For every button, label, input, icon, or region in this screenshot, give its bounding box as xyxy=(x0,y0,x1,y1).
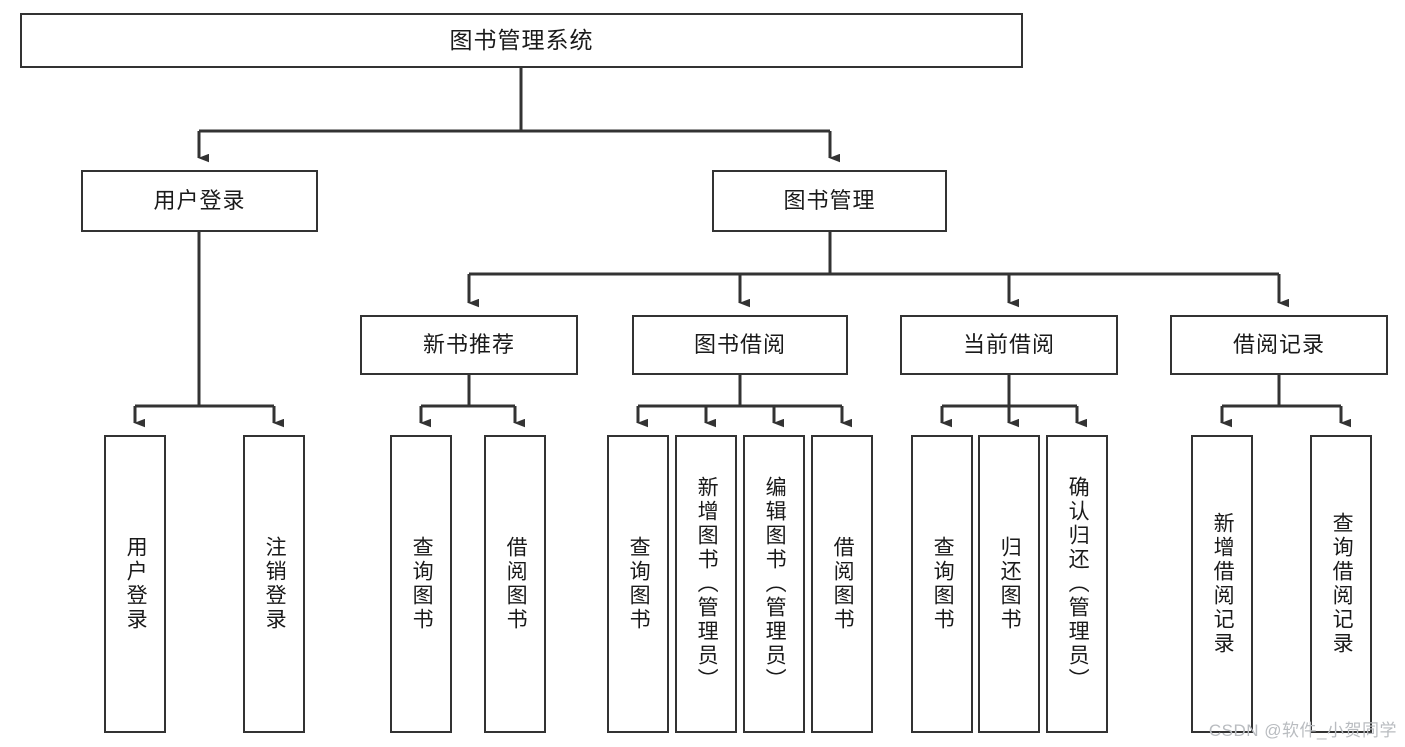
node-label: 图书管理系统 xyxy=(449,26,594,53)
leaf-return-books[interactable]: 归还图书 xyxy=(978,435,1040,733)
node-label: 图书管理 xyxy=(783,187,876,213)
leaf-borrow-books-recommend[interactable]: 借阅图书 xyxy=(484,435,546,733)
csdn-watermark: CSDN @软件_小贺同学 xyxy=(1208,721,1397,740)
node-new-book-recommendation[interactable]: 新书推荐 xyxy=(360,315,578,375)
leaf-query-borrow-record[interactable]: 查询借阅记录 xyxy=(1310,435,1372,733)
node-label: 新增借阅记录 xyxy=(1211,512,1235,656)
node-label: 注销登录 xyxy=(263,536,287,632)
leaf-edit-book-admin[interactable]: 编辑图书（管理员） xyxy=(743,435,805,733)
node-label: 确认归还（管理员） xyxy=(1066,476,1090,692)
node-book-management[interactable]: 图书管理 xyxy=(712,170,947,232)
leaf-query-books-recommend[interactable]: 查询图书 xyxy=(390,435,452,733)
leaf-query-books-current[interactable]: 查询图书 xyxy=(911,435,973,733)
node-label: 借阅图书 xyxy=(504,536,528,632)
node-label: 查询图书 xyxy=(627,536,651,632)
node-label: 当前借阅 xyxy=(962,331,1055,357)
leaf-user-login[interactable]: 用户登录 xyxy=(104,435,166,733)
leaf-logout[interactable]: 注销登录 xyxy=(243,435,305,733)
node-label: 用户登录 xyxy=(124,536,148,632)
node-label: 查询图书 xyxy=(931,536,955,632)
leaf-add-book-admin[interactable]: 新增图书（管理员） xyxy=(675,435,737,733)
node-user-login[interactable]: 用户登录 xyxy=(81,170,318,232)
leaf-query-books-borrowing[interactable]: 查询图书 xyxy=(607,435,669,733)
node-book-borrowing[interactable]: 图书借阅 xyxy=(632,315,848,375)
node-borrowing-records[interactable]: 借阅记录 xyxy=(1170,315,1388,375)
node-label: 用户登录 xyxy=(153,187,246,213)
node-current-borrowing[interactable]: 当前借阅 xyxy=(900,315,1118,375)
node-label: 借阅记录 xyxy=(1232,331,1325,357)
node-label: 编辑图书（管理员） xyxy=(763,476,787,692)
node-root-book-management-system[interactable]: 图书管理系统 xyxy=(20,13,1023,68)
leaf-confirm-return-admin[interactable]: 确认归还（管理员） xyxy=(1046,435,1108,733)
node-label: 新增图书（管理员） xyxy=(695,476,719,692)
node-label: 图书借阅 xyxy=(693,331,786,357)
leaf-add-borrow-record[interactable]: 新增借阅记录 xyxy=(1191,435,1253,733)
node-label: 新书推荐 xyxy=(422,331,515,357)
node-label: 查询借阅记录 xyxy=(1330,512,1354,656)
node-label: 归还图书 xyxy=(998,536,1022,632)
leaf-borrow-books-borrowing[interactable]: 借阅图书 xyxy=(811,435,873,733)
node-label: 查询图书 xyxy=(410,536,434,632)
node-label: 借阅图书 xyxy=(831,536,855,632)
